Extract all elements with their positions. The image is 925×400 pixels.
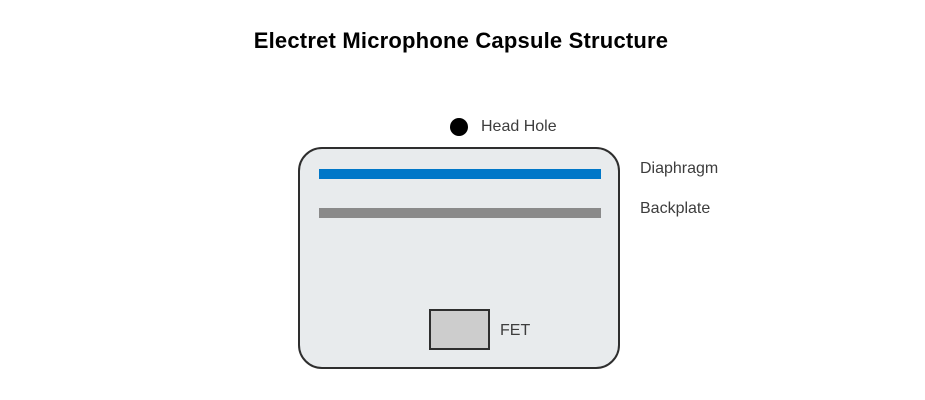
backplate-bar [319, 208, 601, 218]
diaphragm-label: Diaphragm [640, 160, 719, 177]
fet-label: FET [500, 322, 531, 339]
head-hole-icon [450, 118, 468, 136]
backplate-label: Backplate [640, 200, 711, 217]
diagram-title: Electret Microphone Capsule Structure [253, 28, 669, 53]
fet-box [429, 309, 490, 350]
diaphragm-bar [319, 169, 601, 179]
head-hole-label: Head Hole [481, 118, 557, 135]
